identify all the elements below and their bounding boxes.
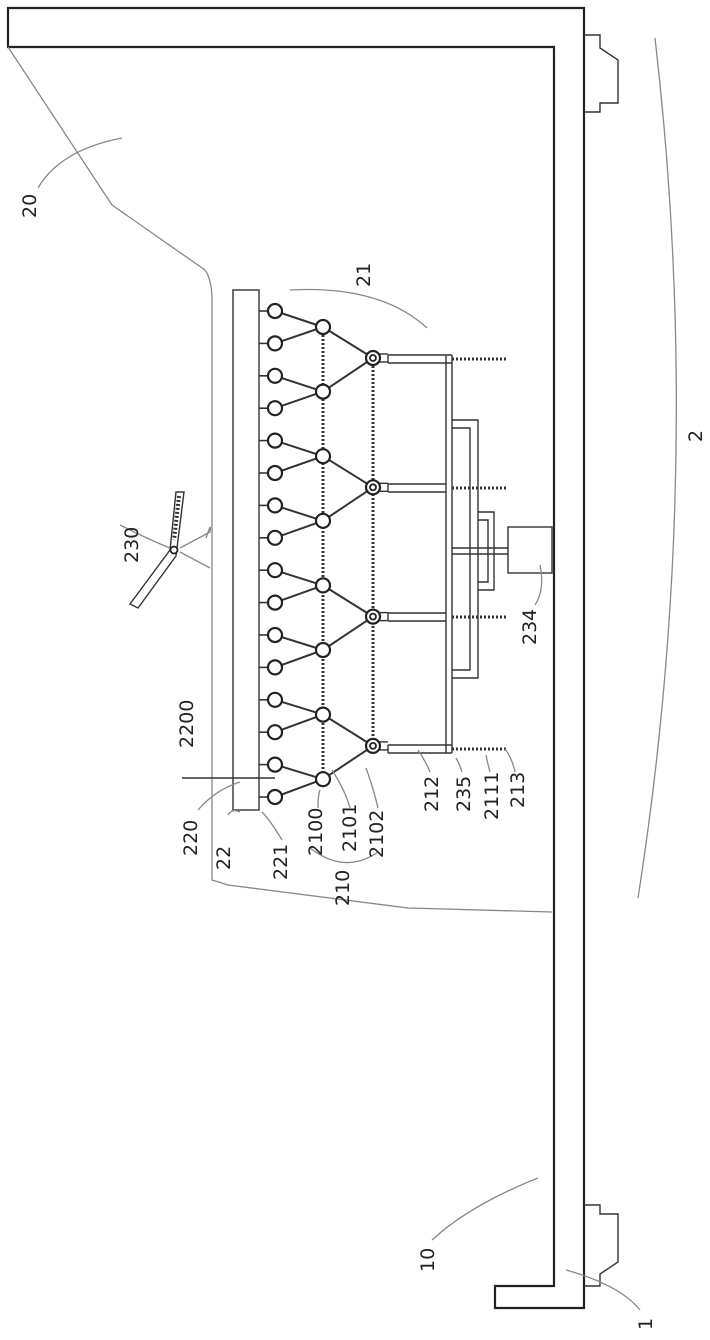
joint-2102-pin [370,614,376,620]
main-frame [8,8,618,1308]
leader-2 [638,38,676,898]
joint-2102-pin [370,743,376,749]
label-10: 10 [417,1248,439,1272]
label-2100: 2100 [305,808,327,856]
label-2102: 2102 [366,810,388,858]
joint-2101 [316,320,330,334]
joint-2100 [268,563,282,577]
joint-2101 [316,385,330,399]
label-20: 20 [19,194,41,218]
link-bar [323,456,373,487]
label-2111: 2111 [481,772,503,820]
joint-2100 [268,531,282,545]
joint-2102-pin [370,355,376,361]
label-230: 230 [121,527,143,563]
label-210: 210 [332,870,354,906]
link-bar [323,585,373,616]
label-235: 235 [453,776,475,812]
joint-2101 [316,708,330,722]
joint-2101 [316,514,330,528]
label-221: 221 [270,844,292,880]
gearbox [452,420,508,678]
joint-2100 [268,790,282,804]
link-bar [323,358,373,392]
label-2: 2 [685,430,707,442]
link-bar [323,715,373,746]
joint-2100 [268,434,282,448]
motor-234 [508,527,552,573]
joint-2100 [268,725,282,739]
label-213: 213 [507,772,529,808]
joint-2100 [268,336,282,350]
label-2200: 2200 [176,700,198,748]
leader-20 [38,138,122,188]
joint-2101 [316,643,330,657]
joint-2102-pin [370,484,376,490]
leader-1 [566,1270,640,1310]
link-bar [323,746,373,779]
housing-212 [388,355,452,753]
label-220: 220 [180,820,202,856]
joint-2101 [316,578,330,592]
label-234: 234 [519,609,541,645]
joint-2100 [268,693,282,707]
label-2101: 2101 [339,804,361,852]
joint-2100 [268,304,282,318]
joint-2100 [268,466,282,480]
label-212: 212 [421,776,443,812]
joint-2101 [316,449,330,463]
link-bar [323,327,373,358]
joint-2100 [268,660,282,674]
link-bar [323,617,373,650]
joint-2100 [268,596,282,610]
joint-2100 [268,369,282,383]
leader-10 [432,1178,538,1240]
joint-2100 [268,758,282,772]
joint-2100 [268,401,282,415]
guide-bar [180,532,210,568]
label-1: 1 [635,1318,657,1330]
link-bar [323,487,373,521]
joint-2100 [268,628,282,642]
label-22: 22 [213,846,235,870]
label-21: 21 [353,263,375,287]
joint-2101 [316,772,330,786]
plate-22 [233,290,259,810]
joint-2100 [268,498,282,512]
